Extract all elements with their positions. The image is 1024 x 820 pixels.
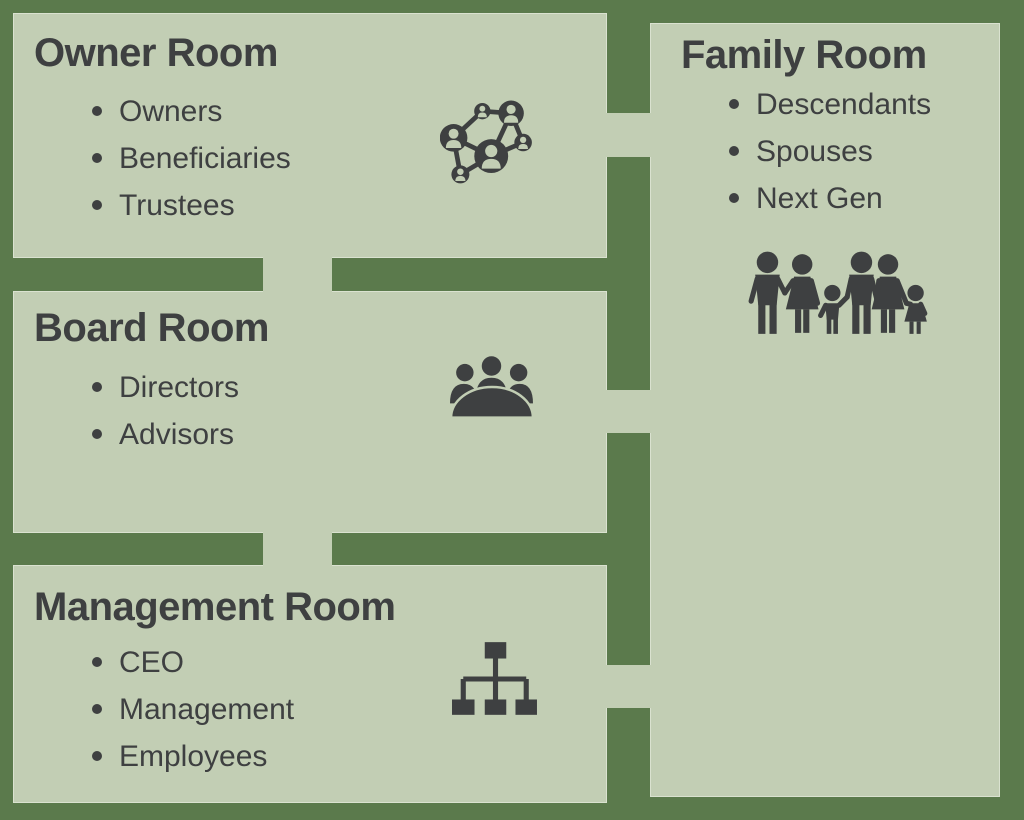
list-item: Employees xyxy=(92,733,606,780)
family-room: Family Room Descendants Spouses Next Gen xyxy=(650,23,1000,797)
list-item: Trustees xyxy=(92,182,606,229)
org-chart-icon xyxy=(452,642,538,716)
door-board-management xyxy=(263,529,332,569)
board-room-title: Board Room xyxy=(34,306,270,350)
management-room-title: Management Room xyxy=(34,585,396,629)
list-item: Descendants xyxy=(729,81,999,128)
list-item: Advisors xyxy=(92,411,606,458)
family-icon xyxy=(746,250,934,336)
door-owner-board xyxy=(263,254,332,294)
owner-room-list: Owners Beneficiaries Trustees xyxy=(92,88,606,229)
meeting-table-icon xyxy=(450,356,534,420)
owner-room: Owner Room Owners Beneficiaries Trustees xyxy=(13,13,607,258)
list-item: Owners xyxy=(92,88,606,135)
door-management-family xyxy=(603,665,653,708)
list-item: Management xyxy=(92,686,606,733)
list-item: CEO xyxy=(92,639,606,686)
list-item: Spouses xyxy=(729,128,999,175)
board-room: Board Room Directors Advisors xyxy=(13,291,607,533)
management-room-list: CEO Management Employees xyxy=(92,639,606,780)
door-board-family xyxy=(603,390,653,433)
family-room-list: Descendants Spouses Next Gen xyxy=(729,81,999,222)
door-owner-family xyxy=(603,113,653,157)
list-item: Directors xyxy=(92,364,606,411)
family-room-title: Family Room xyxy=(681,33,927,77)
owner-room-title: Owner Room xyxy=(34,31,278,75)
management-room: Management Room CEO Management Employees xyxy=(13,565,607,803)
board-room-list: Directors Advisors xyxy=(92,364,606,458)
list-item: Beneficiaries xyxy=(92,135,606,182)
people-network-icon xyxy=(440,99,532,185)
list-item: Next Gen xyxy=(729,175,999,222)
